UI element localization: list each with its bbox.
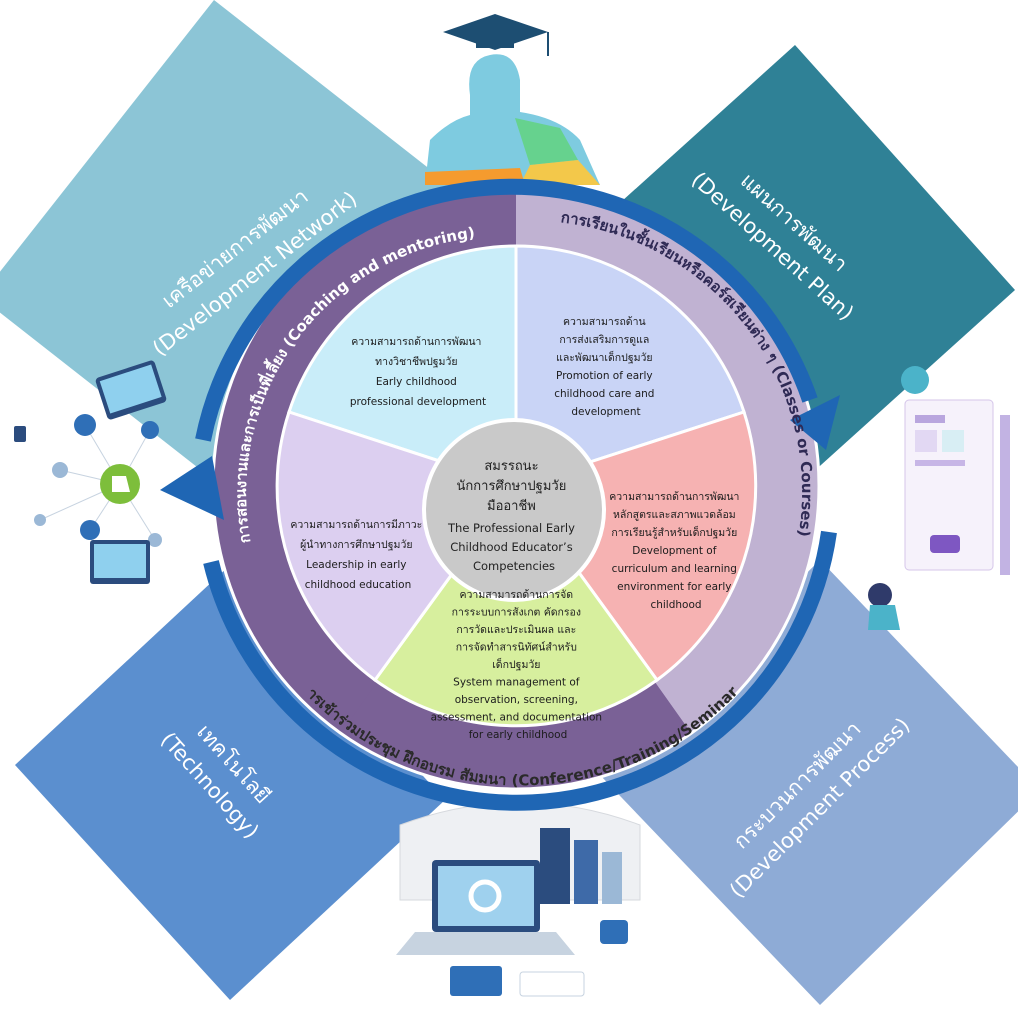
corner-technology-panel <box>15 565 445 1000</box>
segment-line: Development of <box>632 545 716 557</box>
laptop-study-illustration <box>396 802 641 997</box>
segment-line: ความสามารถด้านการจัด <box>460 589 574 601</box>
technology-network-illustration <box>14 360 167 584</box>
segment-top-right-wedge <box>514 244 746 489</box>
segment-line: การระบบการสังเกต คัดกรอง <box>452 607 581 619</box>
segment-bottom-text: ความสามารถด้านการจัด การระบบการสังเกต คั… <box>431 589 606 741</box>
segment-line: การส่งเสริมการดูแล <box>559 334 649 346</box>
segment-line: childhood care and <box>554 388 654 400</box>
center-line: The Professional Early <box>447 521 575 535</box>
segment-line: professional development <box>350 396 486 408</box>
center-line: สมรรถนะ <box>484 459 538 474</box>
center-circle <box>422 418 606 602</box>
segment-top-right-text: ความสามารถด้าน การส่งเสริมการดูแล และพัฒ… <box>554 316 658 418</box>
center-line: Childhood Educator’s <box>450 540 572 554</box>
segment-line: Promotion of early <box>556 370 653 382</box>
center-line: Competencies <box>473 559 555 573</box>
cycle-arrow-top <box>195 178 818 442</box>
segment-line: ความสามารถด้านการมีภาวะ <box>290 518 422 531</box>
segment-line: ทางวิชาชีพปฐมวัย <box>375 355 457 368</box>
graduate-figure-icon <box>425 14 600 186</box>
classroom-illustration <box>868 366 1010 630</box>
cycle-arrow-bottom <box>203 530 837 811</box>
cycle-arrow-bottom-head <box>160 456 224 520</box>
segment-line: development <box>571 406 640 418</box>
segment-line: การเรียนรู้สำหรับเด็กปฐมวัย <box>611 525 737 539</box>
corner-process-panel <box>600 560 1018 1005</box>
segment-line: เด็กปฐมวัย <box>492 657 540 671</box>
segment-line: curriculum and learning <box>612 563 737 575</box>
segment-top-left-text: ความสามารถด้านการพัฒนา ทางวิชาชีพปฐมวัย … <box>350 336 486 408</box>
segment-line: ความสามารถด้านการพัฒนา <box>609 491 739 503</box>
segment-line: environment for early <box>617 581 731 593</box>
segment-line: Leadership in early <box>306 559 406 571</box>
segment-line: System management of <box>453 677 580 689</box>
segment-line: childhood education <box>305 579 412 591</box>
center-line: มืออาชีพ <box>487 498 536 514</box>
segment-line: assessment, and documentation <box>431 712 603 724</box>
segment-line: ความสามารถด้าน <box>563 316 646 328</box>
segment-line: หลักสูตรและสภาพแวดล้อม <box>613 509 736 521</box>
segment-line: ความสามารถด้านการพัฒนา <box>351 336 481 348</box>
cycle-arrow-top-head <box>790 395 840 450</box>
segment-line: การจัดทำสารนิทัศน์สำหรับ <box>456 641 577 654</box>
segment-line: for early childhood <box>469 729 568 741</box>
segment-line: และพัฒนาเด็กปฐมวัย <box>556 350 653 364</box>
center-line: นักการศึกษาปฐมวัย <box>457 479 567 494</box>
segment-right-text: ความสามารถด้านการพัฒนา หลักสูตรและสภาพแว… <box>609 491 742 611</box>
segment-bottom-wedge <box>372 483 660 728</box>
segment-top-left-wedge <box>287 244 518 489</box>
segment-line: observation, screening, <box>455 694 578 706</box>
segment-line: การวัดและประเมินผล และ <box>456 624 576 636</box>
segment-line: ผู้นำทางการศึกษาปฐมวัย <box>300 539 412 551</box>
segment-line: childhood <box>650 599 701 611</box>
segment-left-text: ความสามารถด้านการมีภาวะ ผู้นำทางการศึกษา… <box>290 518 425 591</box>
competency-pie <box>275 244 758 728</box>
center-text: สมรรถนะ นักการศึกษาปฐมวัย มืออาชีพ The P… <box>447 455 580 573</box>
segment-line: Early childhood <box>376 376 457 388</box>
